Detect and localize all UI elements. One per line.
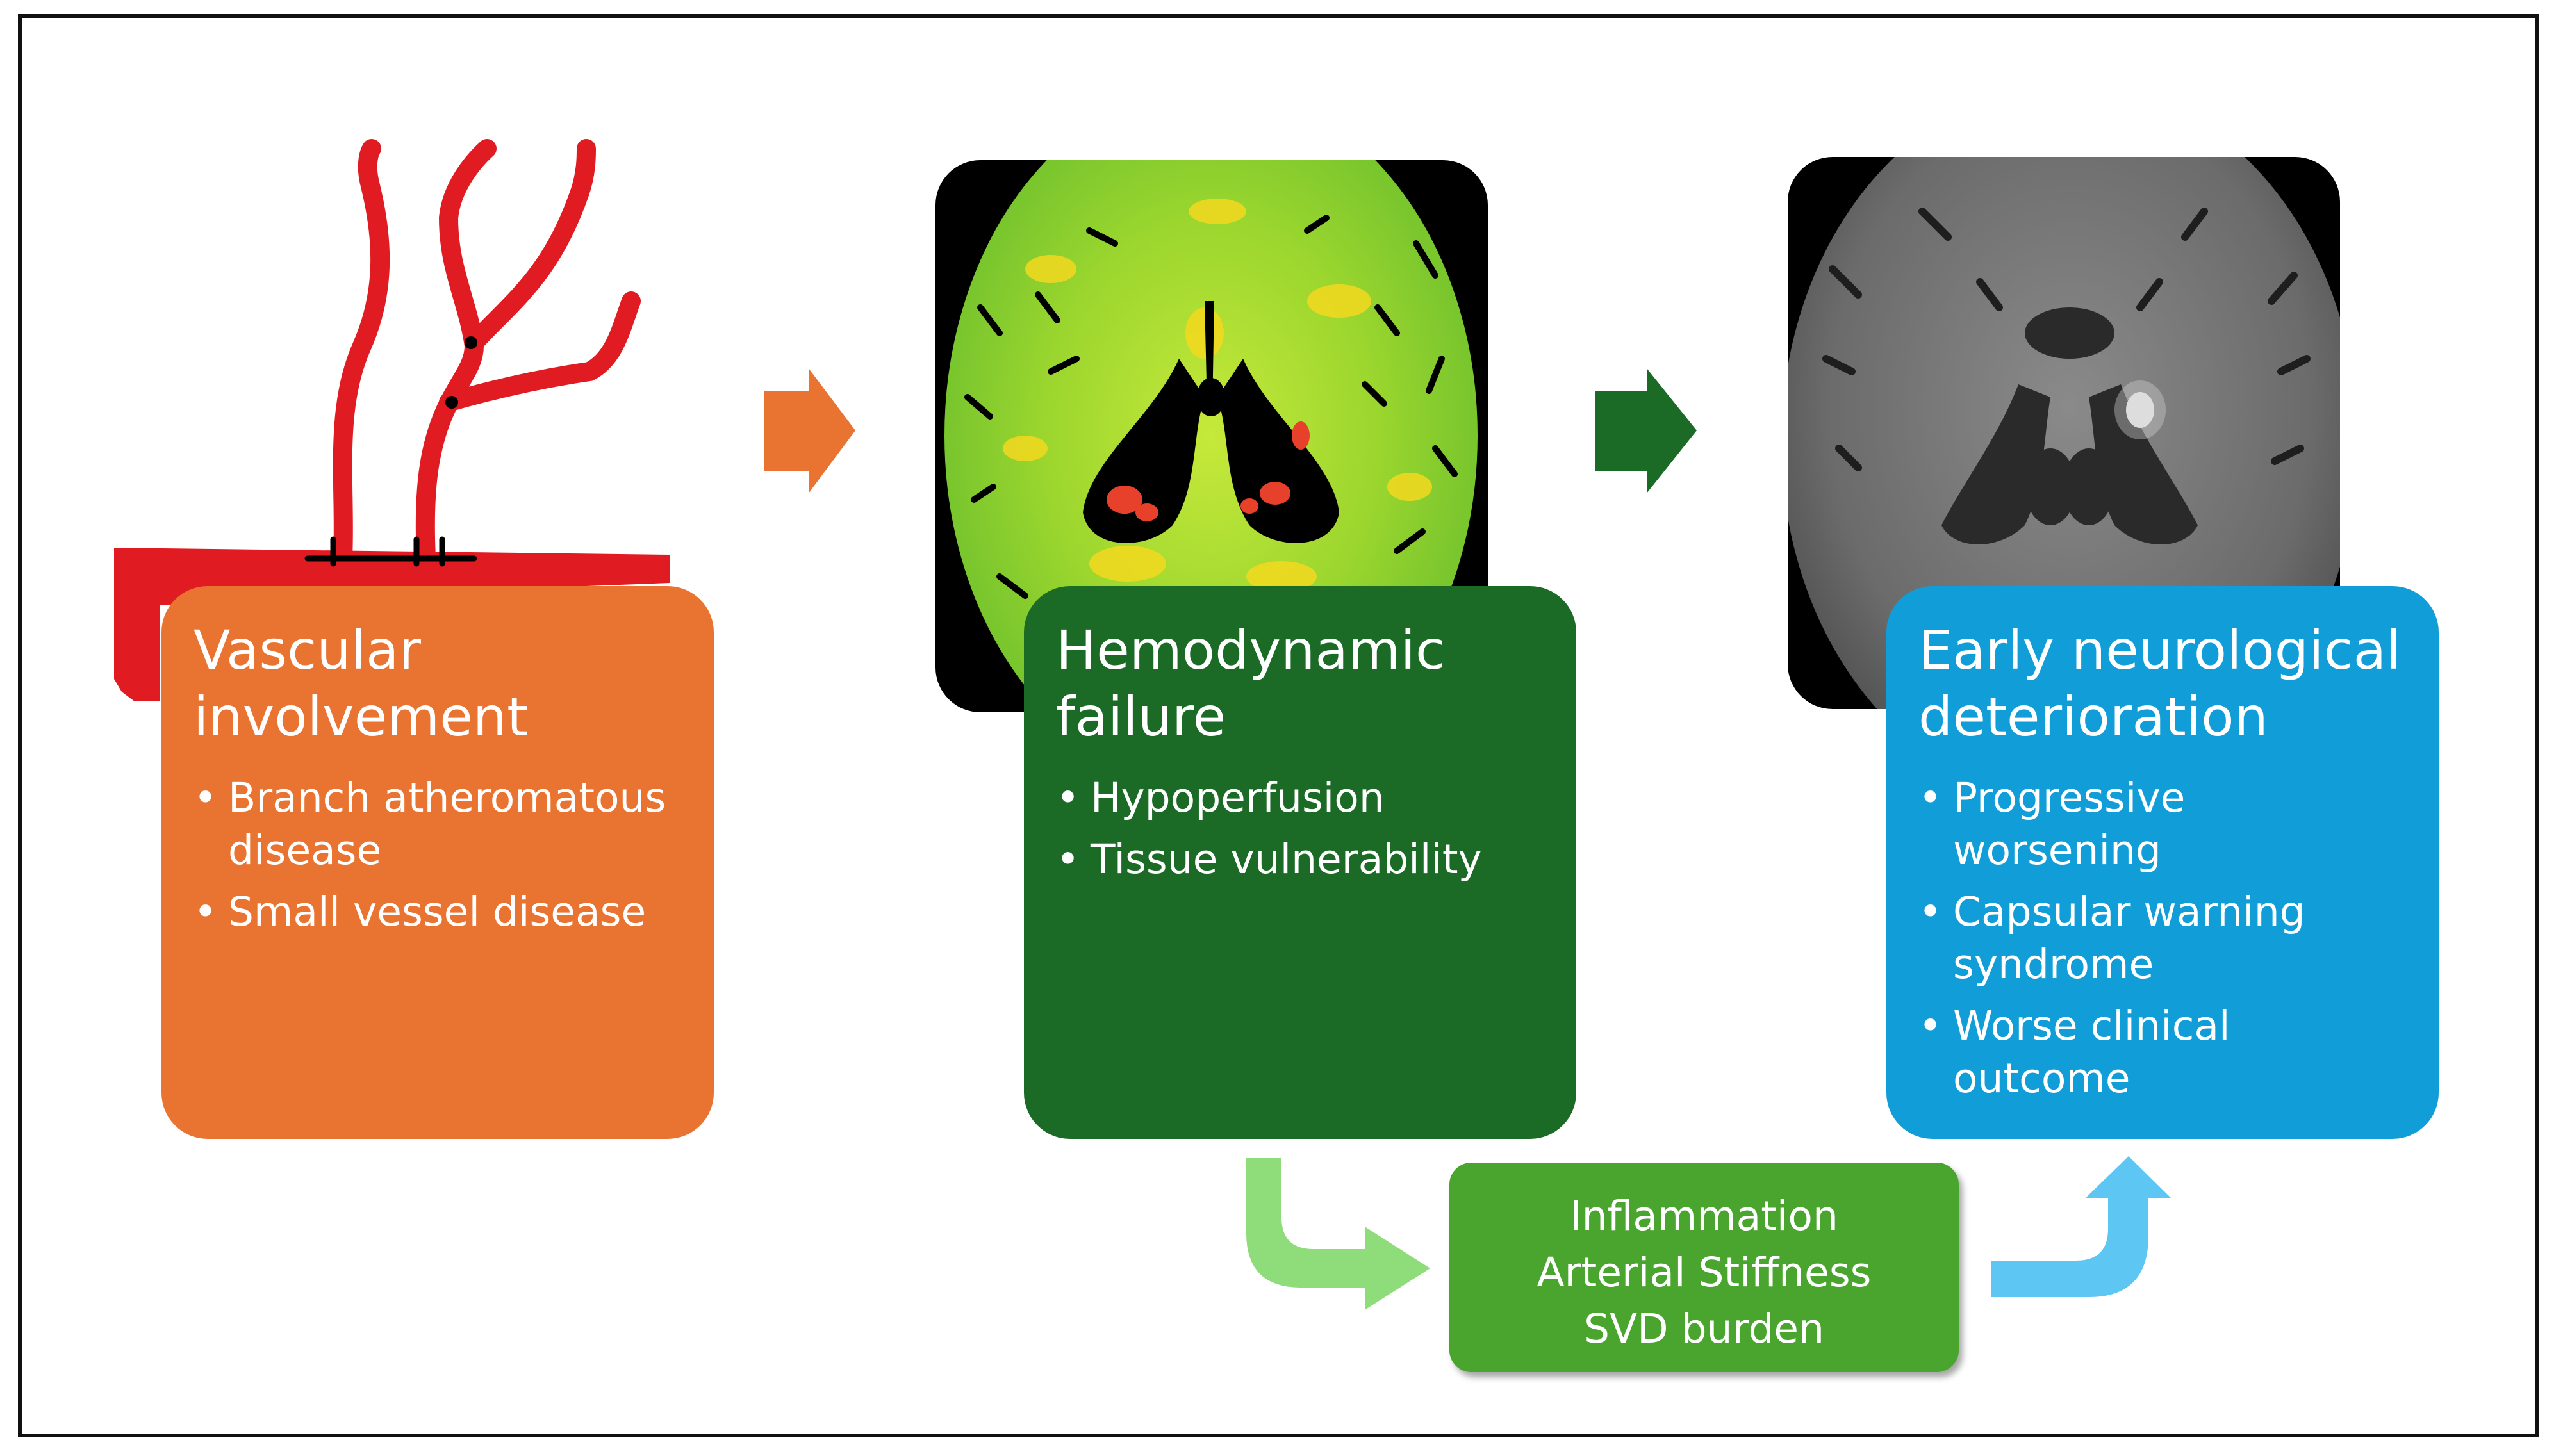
arrow-right-orange [764,368,855,493]
bullet-item: Tissue vulnerability [1056,833,1548,886]
bullet-text: Branch atheromatous [228,774,666,821]
vessel-branch-upper [465,139,596,352]
bullet-text: syndrome [1953,941,2154,988]
arrow-curved-light-green [1246,1158,1430,1310]
bullet-text: Worse clinical [1953,1002,2230,1049]
bullet-item: Small vessel disease [194,886,686,938]
bullet-list: Hypoperfusion Tissue vulnerability [1056,772,1548,886]
bullet-text: Capsular warning [1953,888,2305,935]
title-line: failure [1056,685,1226,748]
bullet-text: Small vessel disease [228,888,647,935]
contributing-factors-box: Inflammation Arterial Stiffness SVD burd… [1449,1163,1959,1372]
vessel-trunk-left [333,139,390,567]
title-line: Vascular [194,619,421,682]
arrow-curved-light-blue [1991,1156,2171,1297]
bullet-text: worsening [1953,827,2161,874]
title-line: deterioration [1918,685,2268,748]
bullet-item: Capsular warning syndrome [1918,886,2411,991]
bullet-text: outcome [1953,1055,2130,1102]
bullet-item: Branch atheromatous disease [194,772,686,877]
bullet-item: Hypoperfusion [1056,772,1548,824]
bullet-text: Tissue vulnerability [1091,836,1482,883]
vessel-branch-lower [439,291,641,412]
arrow-right-green [1595,368,1697,493]
figure-border [18,14,2539,1437]
bullet-text: disease [228,827,382,874]
bullet-list: Progressive worsening Capsular warning syn… [1918,772,2411,1105]
factor-svd-burden: SVD burden [1583,1305,1825,1352]
bullet-text: Progressive [1953,774,2186,821]
bullet-item: Progressive worsening [1918,772,2411,877]
title-line: Hemodynamic [1056,619,1446,682]
bullet-item: Worse clinical outcome [1918,1000,2411,1105]
title-line: Early neurological [1918,619,2402,682]
factor-inflammation: Inflammation [1570,1193,1838,1239]
factor-arterial-stiffness: Arterial Stiffness [1537,1249,1872,1296]
bullet-list: Branch atheromatous disease Small vessel … [194,772,686,938]
title-line: involvement [194,685,529,748]
bullet-text: Hypoperfusion [1091,774,1385,821]
